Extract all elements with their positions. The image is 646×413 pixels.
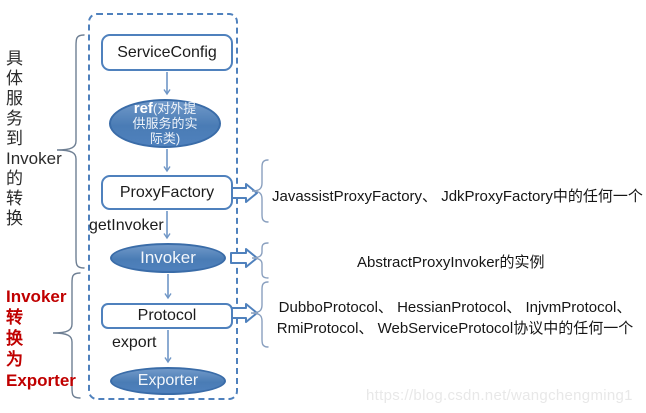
node-protocol: Protocol — [101, 303, 233, 329]
node-protocol-label: Protocol — [137, 307, 197, 324]
node-ref-label-bold: ref — [133, 100, 153, 117]
annotation-protocol-options-line1: DubboProtocol、 HessianProtocol、 InjvmPro… — [278, 299, 632, 316]
node-invoker-label: Invoker — [140, 248, 196, 267]
left-label-line: 换 — [6, 329, 23, 348]
node-serviceconfig-label: ServiceConfig — [117, 43, 217, 61]
left-label-line: 换 — [6, 209, 23, 228]
left-label-invoker-to-exporter: Invoker 转 换 为 Exporter — [6, 286, 78, 391]
left-label-line: Invoker — [6, 287, 67, 306]
edge-label-getinvoker: getInvoker — [89, 217, 164, 234]
left-label-line: 服 — [6, 89, 23, 108]
left-label-line: 具 — [6, 49, 23, 68]
right-brace-invoker — [251, 242, 269, 279]
left-label-line: 为 — [6, 350, 23, 369]
node-exporter-label: Exporter — [137, 372, 199, 389]
edge-label-export: export — [112, 334, 157, 351]
node-ref-label-rest: (对外提供服务的实际类) — [132, 101, 198, 146]
left-label-line: Invoker — [6, 149, 62, 168]
dashed-flow-container — [88, 13, 238, 400]
node-serviceconfig: ServiceConfig — [101, 34, 233, 71]
right-brace-proxyfactory — [251, 159, 269, 223]
left-label-line: 转 — [6, 189, 23, 208]
left-label-line: 体 — [6, 69, 23, 88]
watermark-text: https://blog.csdn.net/wangchengming1 — [366, 387, 633, 404]
left-label-line: 到 — [6, 129, 23, 148]
annotation-protocol-options: DubboProtocol、 HessianProtocol、 InjvmPro… — [264, 297, 646, 339]
node-proxyfactory-label: ProxyFactory — [119, 183, 215, 201]
left-label-line: 转 — [6, 308, 23, 327]
node-ref: ref(对外提供服务的实际类) — [109, 99, 221, 148]
left-label-service-to-invoker: 具 体 服 务 到 Invoker 的 转 换 — [6, 49, 78, 229]
annotation-invoker-instance: AbstractProxyInvoker的实例 — [357, 254, 545, 271]
annotation-proxyfactory-options: JavassistProxyFactory、 JdkProxyFactory中的… — [272, 188, 643, 205]
left-label-line: 务 — [6, 109, 23, 128]
left-label-line: 的 — [6, 169, 23, 188]
node-ref-label: ref(对外提供服务的实际类) — [129, 101, 201, 146]
annotation-protocol-options-line2: RmiProtocol、 WebServiceProtocol协议中的任何一个 — [276, 320, 634, 337]
node-invoker: Invoker — [110, 243, 226, 273]
left-label-line: Exporter — [6, 371, 76, 390]
node-exporter: Exporter — [110, 367, 226, 395]
node-proxyfactory: ProxyFactory — [101, 175, 233, 210]
